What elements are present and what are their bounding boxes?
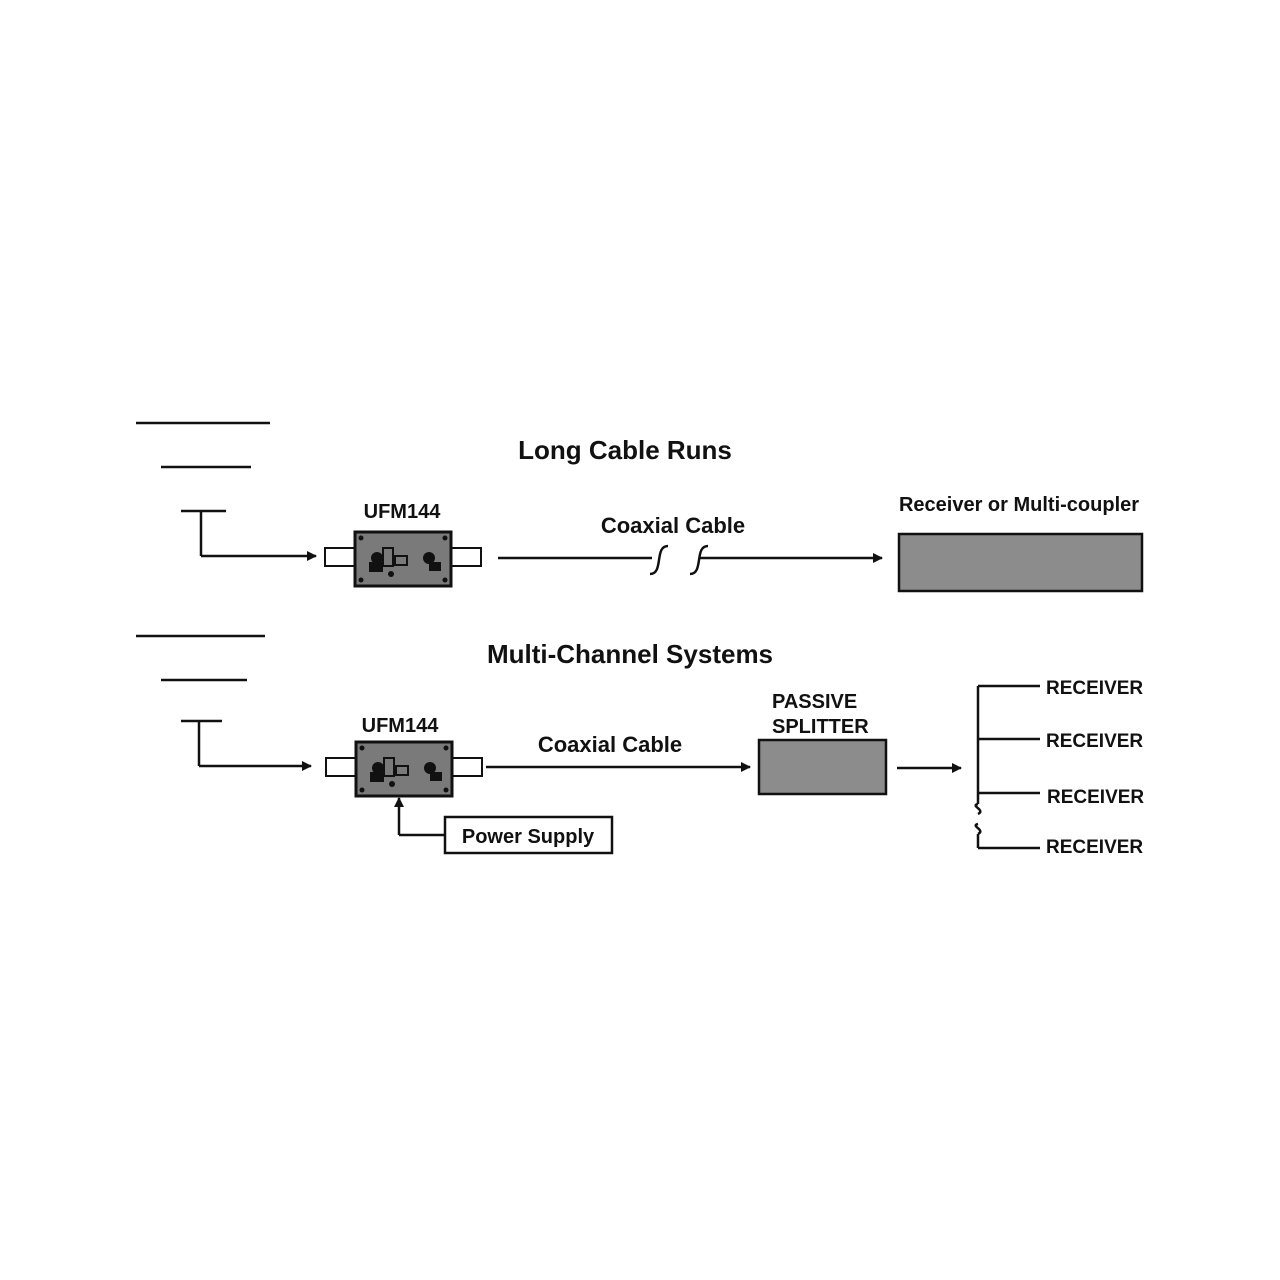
receiver-label: RECEIVER: [1046, 731, 1143, 752]
amplifier-device-icon: [324, 740, 484, 798]
section-multi-channel-systems: Multi-Channel Systems UFM144 Power Suppl…: [136, 634, 1144, 858]
antenna-icon: [136, 634, 265, 766]
receiver-label: RECEIVER: [1047, 787, 1144, 808]
receiver-label: RECEIVER: [1046, 678, 1143, 699]
cable-label: Coaxial Cable: [601, 513, 745, 538]
splitter-box: [757, 738, 888, 796]
antenna-icon: [136, 421, 270, 556]
coaxial-cable-line: [498, 544, 883, 576]
amplifier-device-icon: [323, 530, 483, 588]
receiver-label: RECEIVER: [1046, 837, 1143, 858]
power-supply-label: Power Supply: [462, 826, 595, 848]
power-supply-box: Power Supply: [443, 815, 614, 855]
cable-label: Coaxial Cable: [538, 732, 682, 757]
splitter-label-line1: PASSIVE: [772, 691, 857, 713]
passive-splitter: PASSIVE SPLITTER: [757, 691, 888, 796]
device-label: UFM144: [362, 715, 440, 737]
receiver-box: [897, 532, 1144, 593]
destination-label: Receiver or Multi-coupler: [899, 494, 1139, 516]
device-label: UFM144: [364, 501, 442, 523]
section-title: Long Cable Runs: [518, 435, 732, 465]
section-title: Multi-Channel Systems: [487, 639, 773, 669]
section-long-cable-runs: Long Cable Runs UFM144 Coaxial Cable Rec…: [136, 421, 1144, 593]
splitter-label-line2: SPLITTER: [772, 716, 869, 738]
receiver-bus: [974, 684, 1040, 850]
